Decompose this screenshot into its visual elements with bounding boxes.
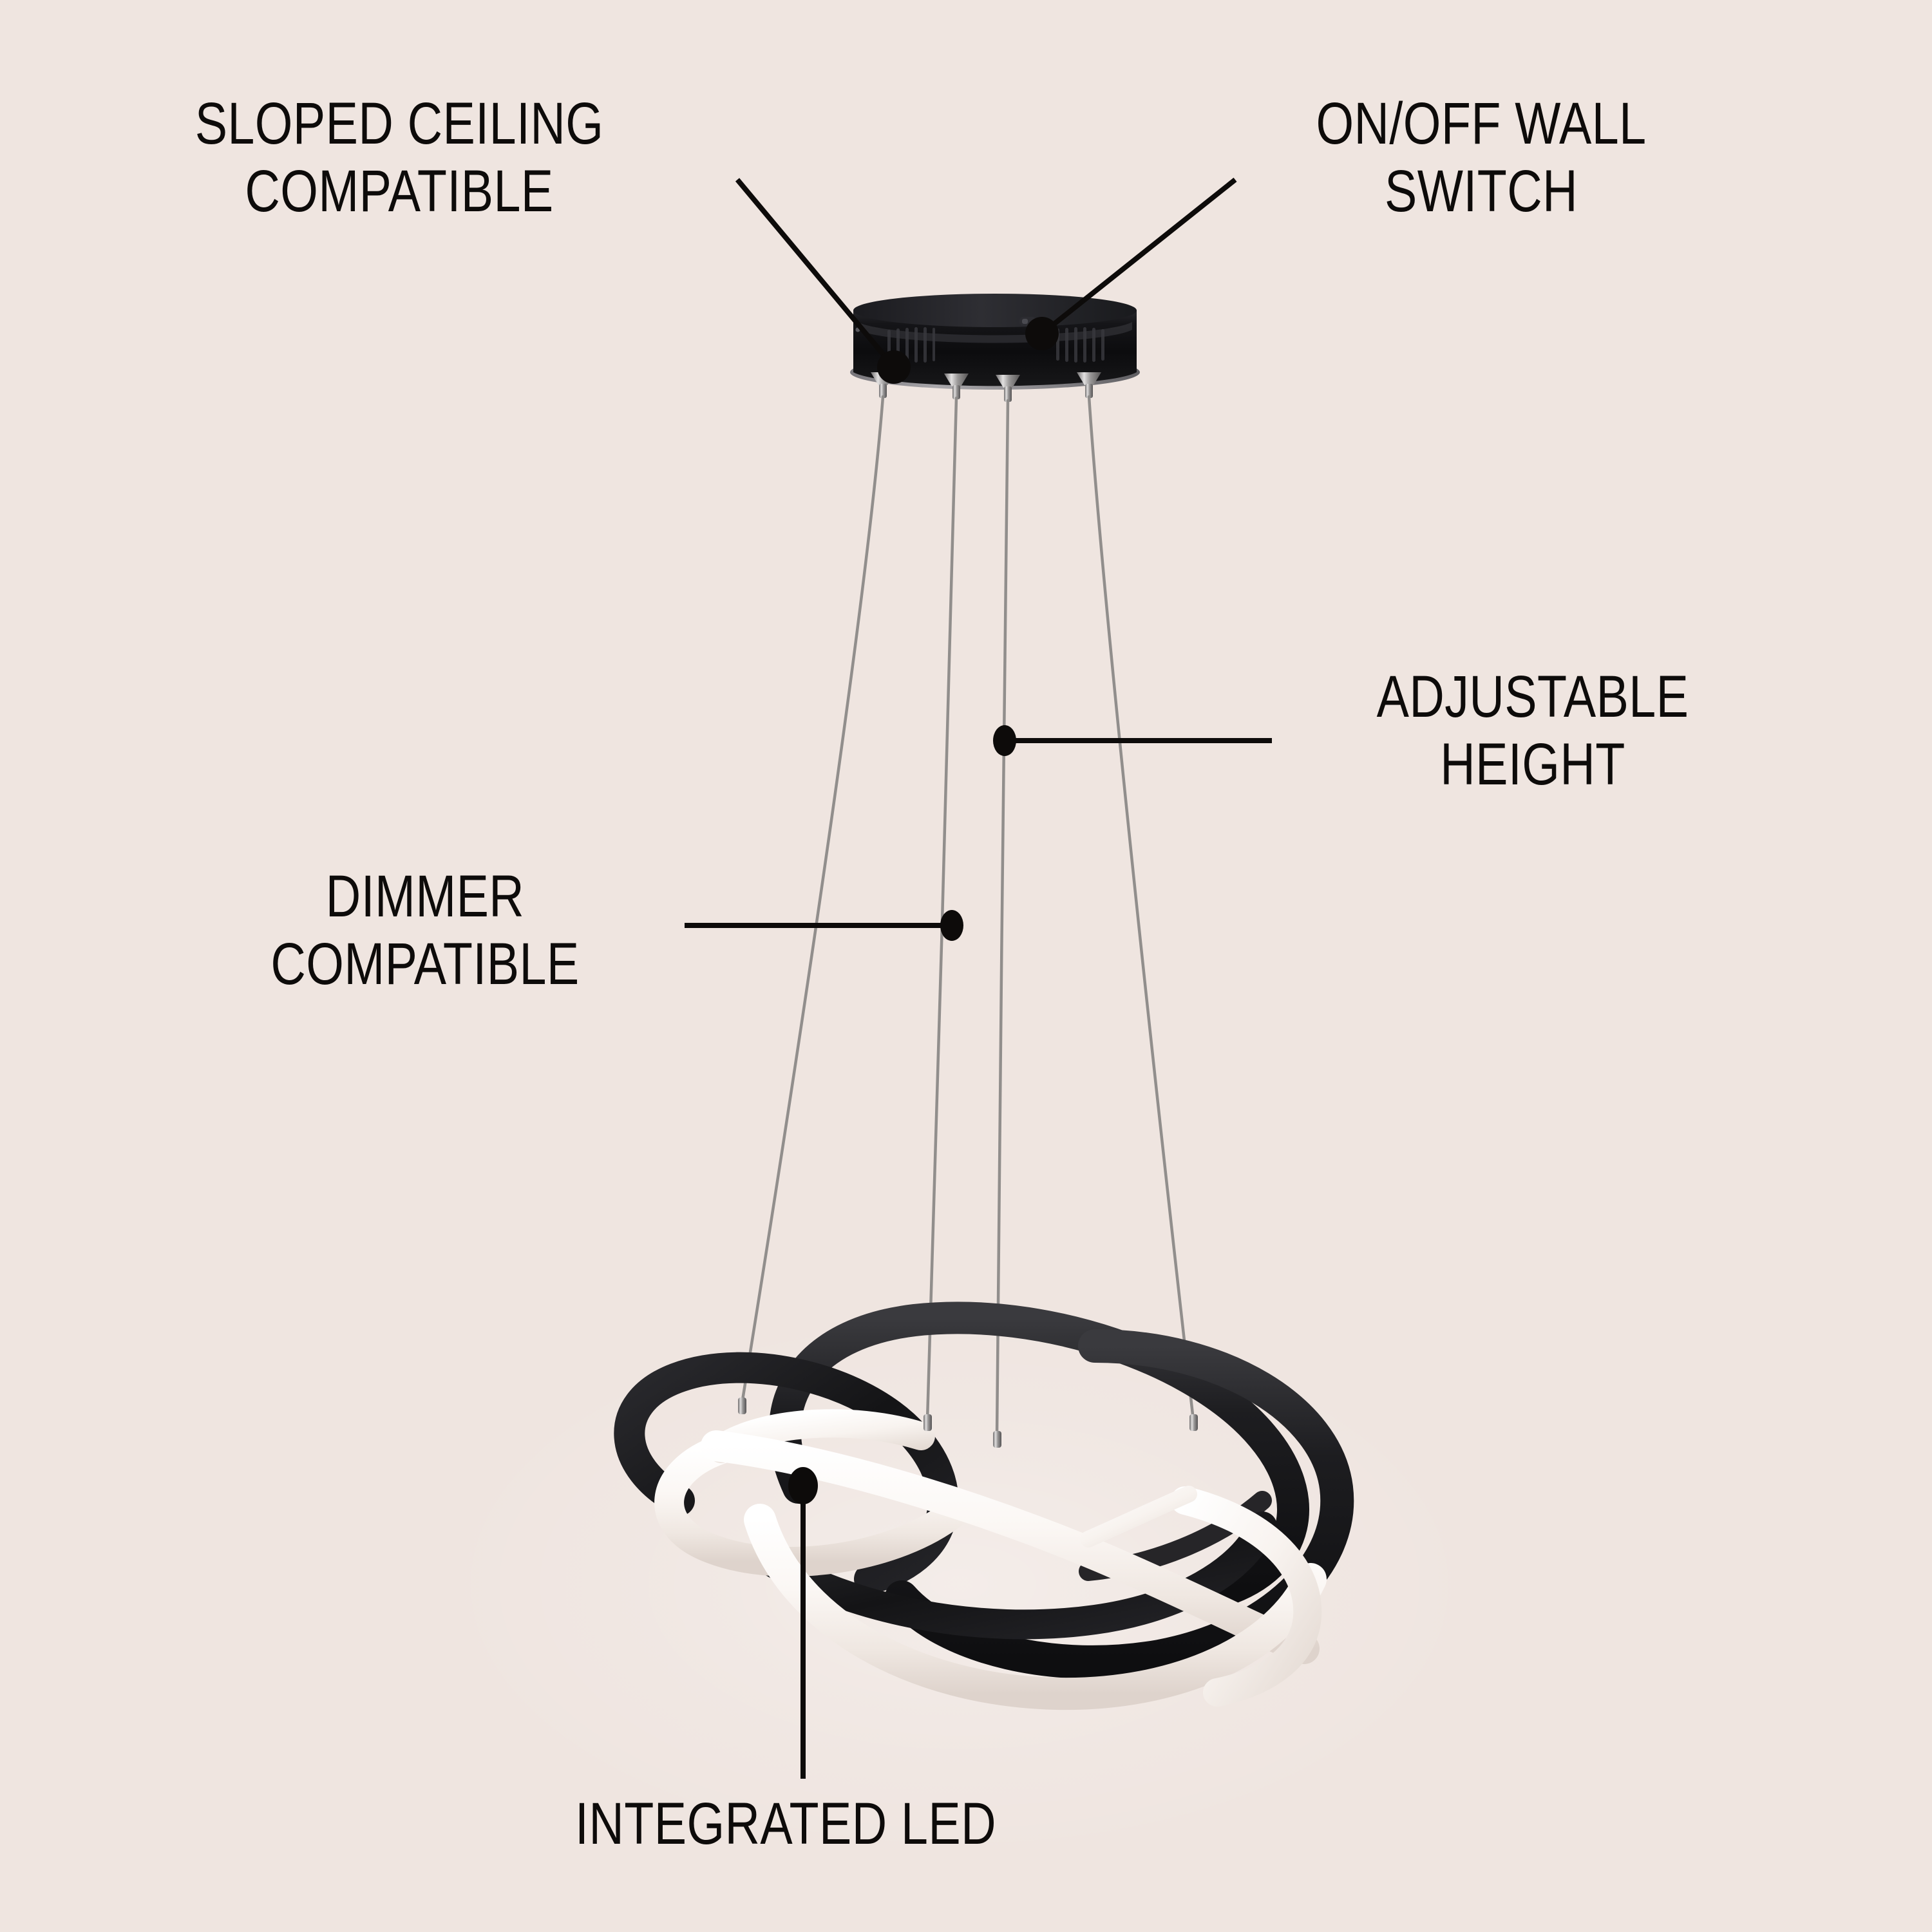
ribbon-glow-tip	[1080, 1486, 1197, 1548]
leader-lines	[685, 177, 1272, 1779]
callout-label-adjustable-height: ADJUSTABLE HEIGHT	[1376, 664, 1689, 797]
canopy-vent-right	[1056, 327, 1104, 363]
ribbon-cable-terminals	[738, 1397, 1198, 1448]
leader-dot-integrated-led	[788, 1467, 818, 1504]
leader-dimmer	[685, 910, 963, 941]
leader-sloped-ceiling	[735, 178, 911, 384]
cable-1	[740, 395, 885, 1406]
cable-mount-2	[944, 374, 969, 399]
leader-dot-dimmer	[940, 910, 963, 941]
leader-integrated-led	[788, 1467, 818, 1779]
ribbon-glow-left-ring	[654, 1434, 968, 1577]
leader-dot-sloped-ceiling	[877, 350, 911, 384]
callout-label-integrated-led: INTEGRATED LED	[574, 1791, 997, 1857]
cable-mount-3	[996, 375, 1020, 402]
leader-dot-wall-switch	[1025, 317, 1059, 350]
ribbon-glow-lower-arc	[744, 1504, 1327, 1710]
leader-dot-adjustable-height	[993, 725, 1016, 756]
cable-mount-4	[1077, 372, 1101, 398]
light-halo	[425, 1301, 1494, 1868]
canopy-top	[853, 294, 1137, 327]
callout-label-wall-switch: ON/OFF WALL SWITCH	[1316, 91, 1647, 224]
suspension-cables	[740, 395, 1195, 1438]
cable-3	[995, 399, 1010, 1438]
callout-label-sloped-ceiling: SLOPED CEILING COMPATIBLE	[194, 91, 604, 224]
ribbon-glow-right-curl	[1171, 1486, 1322, 1707]
leader-adjustable-height	[993, 725, 1272, 756]
cable-4	[1087, 395, 1195, 1422]
led-ribbon-fixture	[614, 1302, 1354, 1710]
ceiling-canopy	[850, 294, 1140, 390]
ribbon-dark-cross	[752, 1511, 1277, 1640]
cable-2	[925, 396, 958, 1422]
leader-wall-switch	[1025, 177, 1237, 350]
callout-label-dimmer-compatible: DIMMER COMPATIBLE	[270, 864, 580, 997]
